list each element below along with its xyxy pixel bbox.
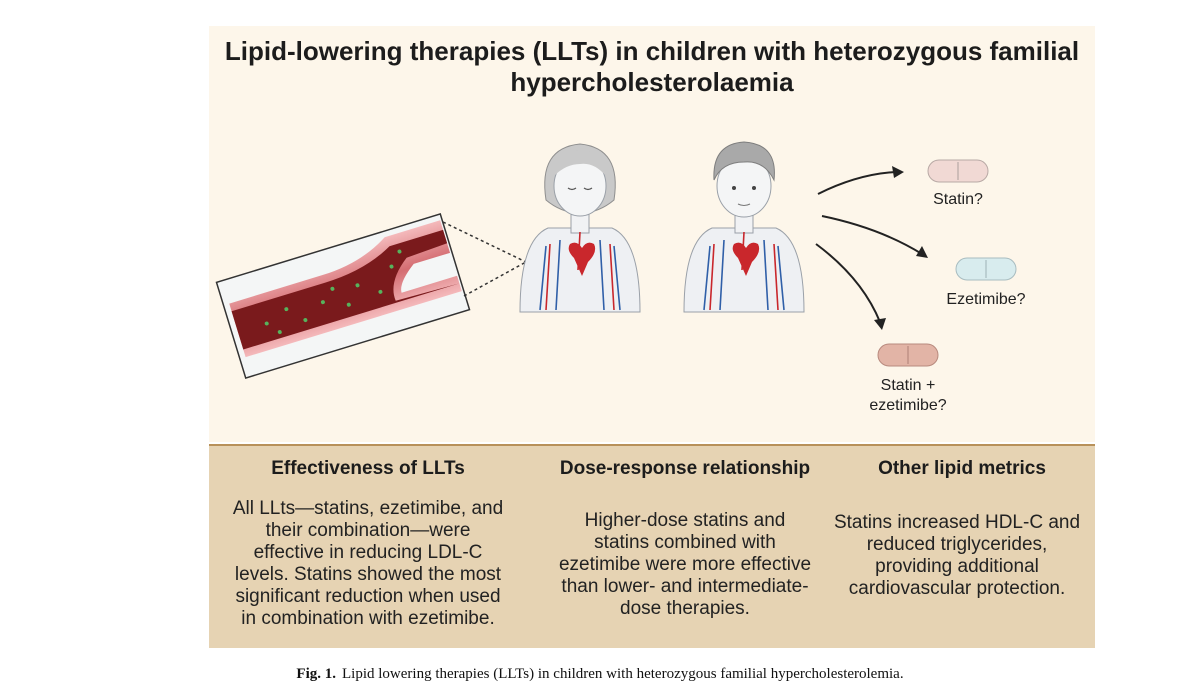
heart-icon bbox=[568, 242, 596, 276]
arrow-icon bbox=[815, 243, 881, 323]
dose-response-text: Higher-dose statins and statins combined… bbox=[528, 510, 842, 620]
statin-pill-icon bbox=[927, 159, 989, 183]
effectiveness-text: All LLts—statins, ezetimibe, and their c… bbox=[212, 498, 524, 630]
combination-pill-icon bbox=[877, 343, 939, 367]
figure-title: Lipid-lowering therapies (LLTs) in child… bbox=[209, 36, 1095, 98]
ezetimibe-label: Ezetimibe? bbox=[946, 291, 1026, 308]
caption-label: Fig. 1. bbox=[296, 666, 337, 682]
dose-response-heading: Dose-response relationship bbox=[559, 458, 811, 479]
text-line: Higher-dose statins and bbox=[584, 510, 786, 531]
combination-label-line-2: ezetimibe? bbox=[869, 397, 947, 414]
illustration-panel bbox=[209, 26, 1095, 442]
other-lipid-metrics-heading: Other lipid metrics bbox=[878, 458, 1046, 479]
text-line: Statins increased HDL-C and bbox=[833, 512, 1081, 533]
caption-text: Lipid lowering therapies (LLTs) in child… bbox=[342, 666, 904, 682]
text-line: than lower- and intermediate- bbox=[561, 576, 809, 597]
statin-label: Statin? bbox=[933, 191, 983, 208]
ezetimibe-pill-icon bbox=[955, 257, 1017, 281]
artery-icon bbox=[229, 220, 462, 358]
text-line: their combination—were bbox=[265, 520, 471, 541]
text-line: levels. Statins showed the most bbox=[234, 564, 502, 585]
heart-icon bbox=[732, 242, 760, 276]
figure-caption: Fig. 1. Lipid lowering therapies (LLTs) i… bbox=[0, 666, 1200, 683]
other-lipid-metrics-text: Statins increased HDL-C and reduced trig… bbox=[822, 512, 1092, 600]
artery-inset bbox=[215, 213, 527, 379]
arrow-icon bbox=[821, 215, 923, 255]
text-line: in combination with ezetimibe. bbox=[241, 608, 495, 629]
text-line: All LLts—statins, ezetimibe, and bbox=[232, 498, 504, 519]
treatment-arrows bbox=[815, 171, 923, 323]
child-boy-illustration bbox=[683, 141, 805, 313]
findings-panel bbox=[209, 444, 1095, 648]
combination-label: Statin + ezetimibe? bbox=[858, 376, 958, 416]
figure-title-line-2: hypercholesterolaemia bbox=[510, 67, 794, 97]
text-line: providing additional bbox=[875, 556, 1039, 577]
text-line: significant reduction when used bbox=[235, 586, 501, 607]
text-line: effective in reducing LDL-C bbox=[253, 542, 483, 563]
effectiveness-heading: Effectiveness of LLTs bbox=[271, 458, 465, 479]
text-line: statins combined with bbox=[594, 532, 776, 553]
combination-label-line-1: Statin + bbox=[880, 377, 936, 394]
text-line: ezetimibe were more effective bbox=[558, 554, 812, 575]
text-line: dose therapies. bbox=[620, 598, 750, 619]
arrow-icon bbox=[817, 171, 897, 195]
text-line: reduced triglycerides, bbox=[866, 534, 1048, 555]
child-girl-illustration bbox=[519, 143, 641, 313]
figure-title-line-1: Lipid-lowering therapies (LLTs) in child… bbox=[224, 36, 1080, 66]
text-line: cardiovascular protection. bbox=[848, 578, 1066, 599]
